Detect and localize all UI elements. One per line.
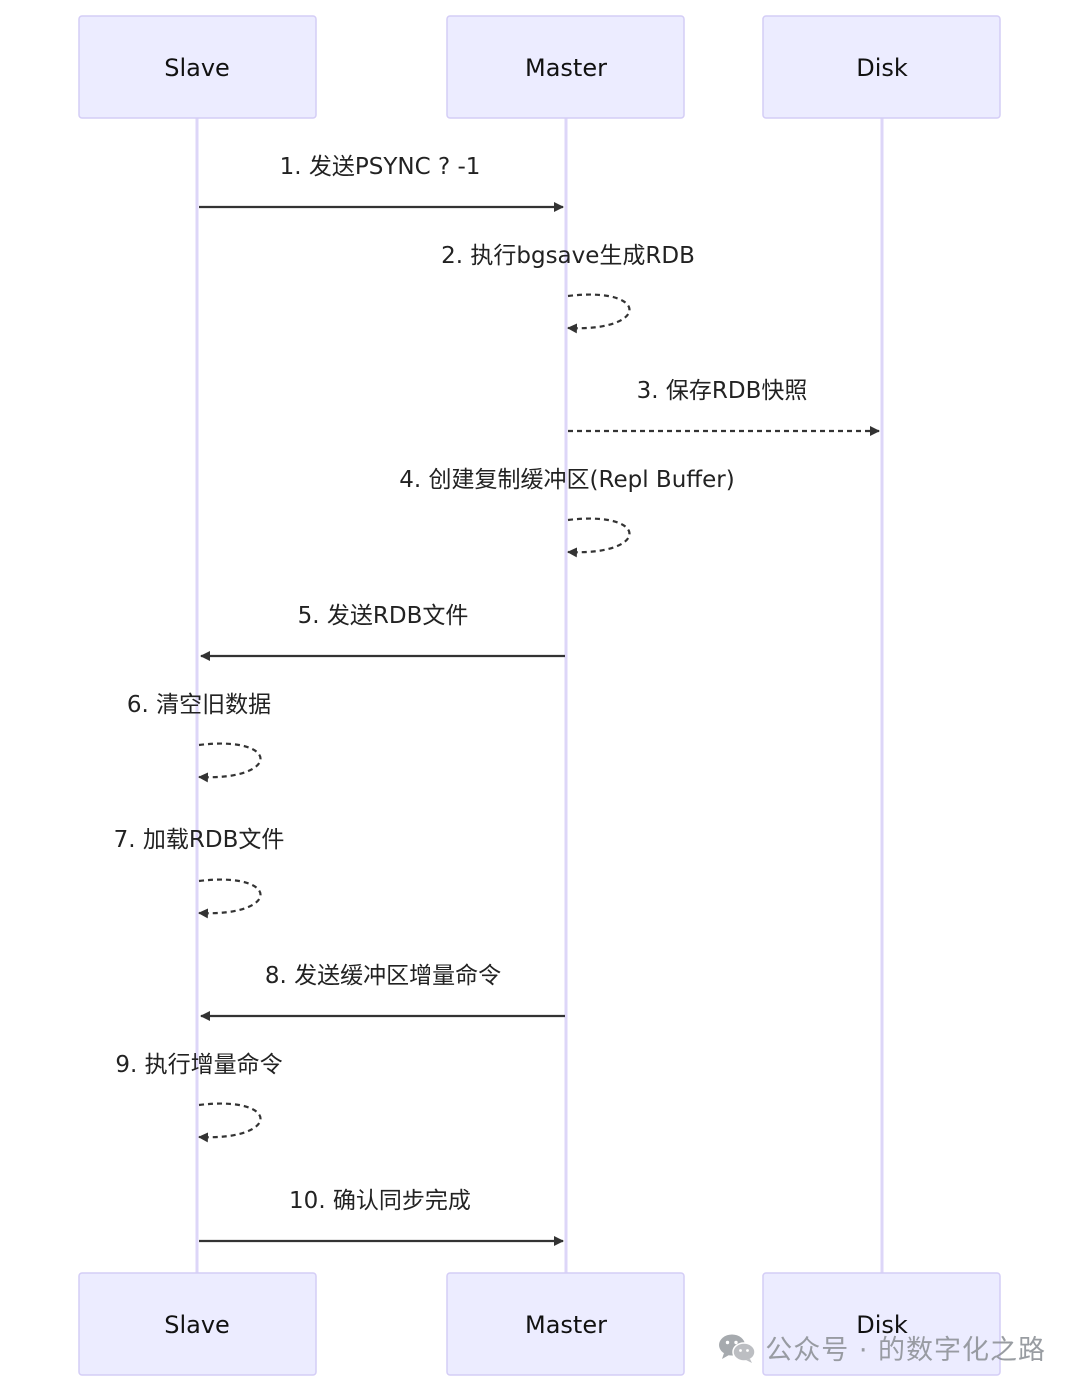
actor-disk-top: Disk xyxy=(762,15,1001,119)
message-arrow-2 xyxy=(567,293,631,334)
watermark: 公众号 · 的数字化之路 xyxy=(717,1328,1046,1367)
message-label-7: 7. 加载RDB文件 xyxy=(114,827,285,853)
actor-disk-bottom: Disk xyxy=(762,1272,1001,1376)
message-1: 1. 发送PSYNC ? -1 xyxy=(199,154,564,212)
actor-label-slave: Slave xyxy=(164,54,230,82)
message-4: 4. 创建复制缓冲区(Repl Buffer) xyxy=(399,467,735,558)
message-label-2: 2. 执行bgsave生成RDB xyxy=(441,243,695,269)
message-arrow-4 xyxy=(567,517,631,558)
message-label-8: 8. 发送缓冲区增量命令 xyxy=(265,963,501,989)
actor-master-bottom: Master xyxy=(446,1272,685,1376)
message-2: 2. 执行bgsave生成RDB xyxy=(441,243,695,334)
message-label-3: 3. 保存RDB快照 xyxy=(637,378,808,404)
wechat-icon xyxy=(719,1334,756,1363)
actor-slave-top: Slave xyxy=(78,15,317,119)
actor-label-master: Master xyxy=(525,1311,607,1339)
message-9: 9. 执行增量命令 xyxy=(115,1052,283,1143)
message-5: 5. 发送RDB文件 xyxy=(200,603,565,661)
message-8: 8. 发送缓冲区增量命令 xyxy=(200,963,565,1021)
actor-slave-bottom: Slave xyxy=(78,1272,317,1376)
message-arrow-7 xyxy=(198,878,262,919)
message-7: 7. 加载RDB文件 xyxy=(114,827,285,919)
actor-label-slave: Slave xyxy=(164,1311,230,1339)
message-6: 6. 清空旧数据 xyxy=(127,692,271,783)
message-arrow-6 xyxy=(198,742,262,783)
message-arrow-9 xyxy=(198,1102,262,1143)
message-label-6: 6. 清空旧数据 xyxy=(127,692,271,718)
actor-label-disk: Disk xyxy=(856,1311,908,1339)
message-10: 10. 确认同步完成 xyxy=(199,1188,564,1246)
message-label-4: 4. 创建复制缓冲区(Repl Buffer) xyxy=(399,467,734,493)
watermark-text: 公众号 · 的数字化之路 xyxy=(765,1335,1046,1366)
message-3: 3. 保存RDB快照 xyxy=(568,378,880,436)
actor-label-disk: Disk xyxy=(856,54,908,82)
actor-label-master: Master xyxy=(525,54,607,82)
message-label-5: 5. 发送RDB文件 xyxy=(298,603,469,629)
message-label-1: 1. 发送PSYNC ? -1 xyxy=(280,154,481,180)
actor-master-top: Master xyxy=(446,15,685,119)
message-label-9: 9. 执行增量命令 xyxy=(115,1052,282,1078)
message-label-10: 10. 确认同步完成 xyxy=(289,1188,471,1214)
